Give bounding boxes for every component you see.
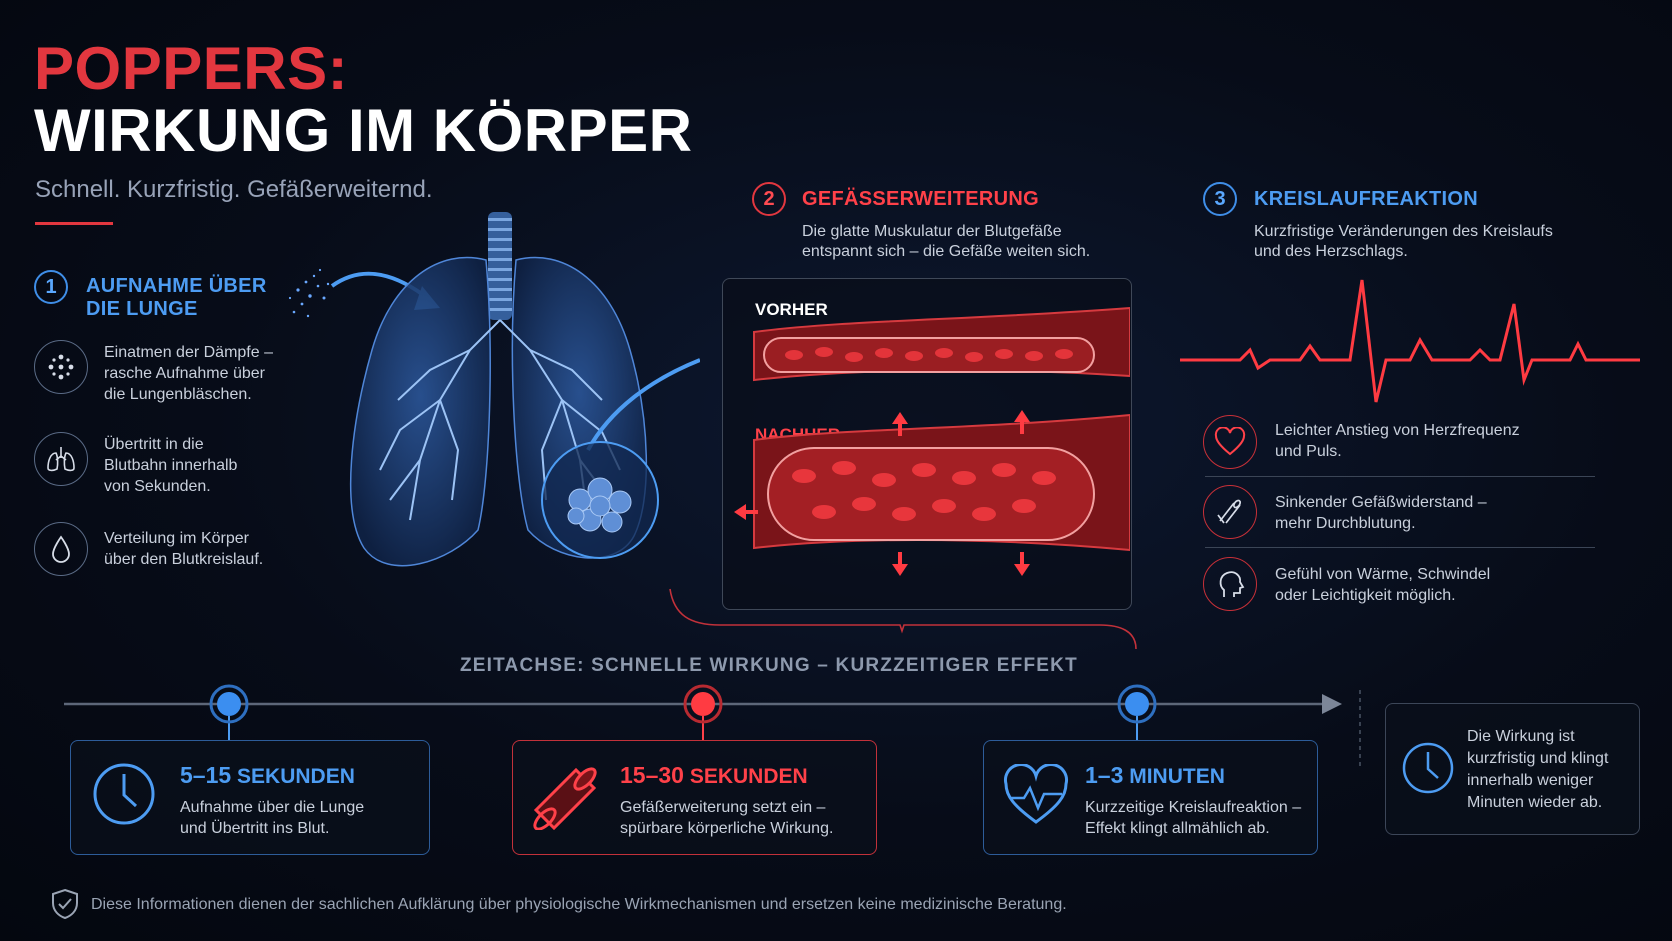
timeline-title: ZEITACHSE: SCHNELLE WIRKUNG – KURZZEITIG… — [460, 655, 1078, 676]
stage-3-title: 1–3 MINUTEN — [1085, 762, 1225, 788]
timeline-marker-3 — [1117, 684, 1157, 724]
section1-title: AUFNAHME ÜBER DIE LUNGE — [86, 275, 267, 320]
page-title-line2: WIRKUNG IM KÖRPER — [34, 97, 693, 164]
lungs-icon — [34, 432, 88, 486]
section3-item-1: Leichter Anstieg von Herzfrequenz und Pu… — [1275, 422, 1520, 460]
page-subtitle: Schnell. Kurzfristig. Gefäßerweiternd. — [35, 176, 433, 203]
particles-icon — [34, 340, 88, 394]
heart-icon — [1203, 415, 1257, 469]
section1-number: 1 — [34, 270, 68, 304]
note-clock-icon — [1400, 740, 1456, 801]
note-text: Die Wirkung ist kurzfristig und klingt i… — [1467, 728, 1609, 811]
ecg-line — [1180, 279, 1640, 403]
vessel-illustration — [734, 306, 1130, 576]
shield-icon — [50, 888, 80, 925]
bracket-connector — [669, 588, 1137, 650]
section2-number: 2 — [752, 182, 786, 216]
stage-2-text: Gefäßerweiterung setzt ein – spürbare kö… — [620, 799, 834, 837]
stage-2-title: 15–30 SEKUNDEN — [620, 762, 808, 788]
alveoli-cluster — [567, 477, 632, 533]
head-icon — [1203, 557, 1257, 611]
timeline-marker-1 — [209, 684, 249, 724]
timeline-stage-3 — [983, 740, 1318, 855]
inhaled-particles — [288, 268, 330, 318]
expansion-arrows — [734, 410, 1030, 576]
section1-item-3: Verteilung im Körper über den Blutkreisl… — [104, 530, 264, 568]
section1-item-2: Übertritt in die Blutbahn innerhalb von … — [104, 436, 238, 495]
vessel-icon — [1203, 485, 1257, 539]
droplet-icon — [34, 522, 88, 576]
lungs-illustration — [288, 212, 700, 567]
timeline-axis — [64, 684, 1361, 770]
left-lung — [349, 256, 491, 567]
stage-3-text: Kurzzeitige Kreislaufreaktion – Effekt k… — [1085, 799, 1302, 837]
vessel-tube-icon — [528, 760, 604, 835]
section3-item-2: Sinkender Gefäßwiderstand – mehr Durchbl… — [1275, 494, 1487, 532]
heartbeat-icon — [1000, 763, 1072, 833]
section3-title: KREISLAUFREAKTION — [1254, 188, 1478, 210]
section3-divider-2 — [1205, 547, 1595, 548]
section3-number: 3 — [1203, 182, 1237, 216]
before-label: VORHER — [755, 300, 828, 319]
to-vessel-arrow — [586, 358, 700, 451]
trachea — [488, 212, 512, 320]
section3-divider-1 — [1205, 476, 1595, 477]
section3-description: Kurzfristige Veränderungen des Kreislauf… — [1254, 223, 1553, 260]
stage-1-text: Aufnahme über die Lunge und Übertritt in… — [180, 799, 365, 837]
section1-item-1: Einatmen der Dämpfe – rasche Aufnahme üb… — [104, 344, 273, 403]
disclaimer-text: Diese Informationen dienen der sachliche… — [91, 896, 1067, 913]
title-underline — [35, 222, 113, 225]
section2-title: GEFÄSSERWEITERUNG — [802, 188, 1039, 210]
vessel-after — [753, 413, 1130, 552]
section3-item-3: Gefühl von Wärme, Schwindel oder Leichti… — [1275, 566, 1491, 604]
section2-description: Die glatte Muskulatur der Blutgefäße ent… — [802, 223, 1091, 260]
vessel-before — [753, 306, 1130, 382]
timeline-marker-2 — [683, 684, 723, 724]
clock-icon — [90, 758, 158, 835]
timeline-stage-1 — [70, 740, 430, 855]
page-title-line1: POPPERS: — [34, 35, 349, 102]
stage-1-title: 5–15 SEKUNDEN — [180, 762, 355, 788]
